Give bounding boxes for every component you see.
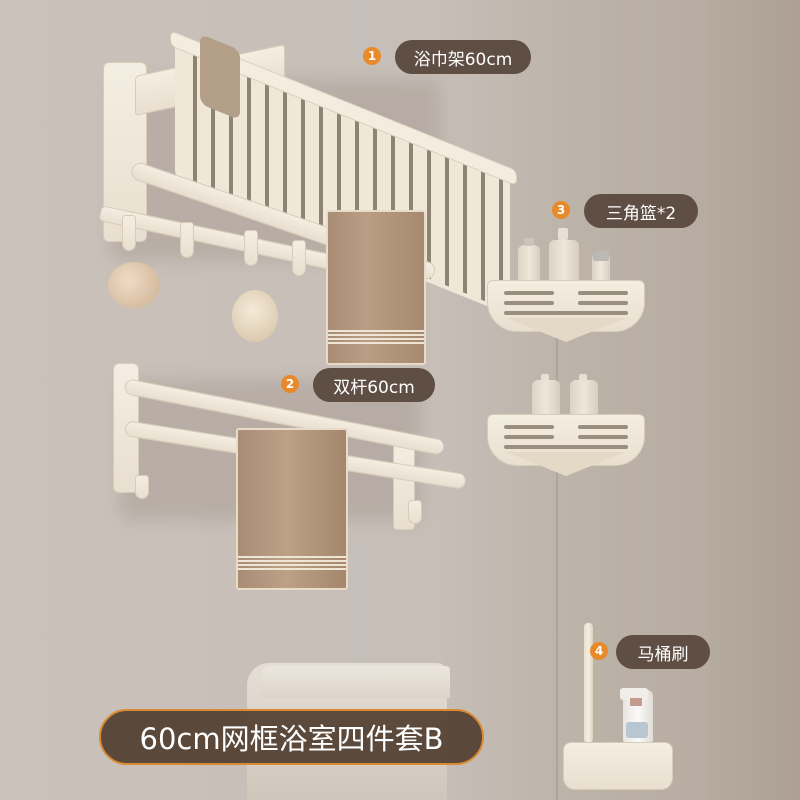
- pump-bottle: [549, 240, 579, 284]
- pump-bottle: [532, 380, 560, 416]
- spray-head: [620, 688, 648, 700]
- item-label-toilet-brush: 马桶刷: [616, 635, 710, 669]
- towel-stripe: [238, 556, 346, 570]
- item-label-towel-rack: 浴巾架60cm: [395, 40, 531, 74]
- hanging-towel: [326, 210, 426, 365]
- spray-neck: [630, 698, 642, 706]
- hook: [292, 240, 306, 276]
- corner-basket-top: [487, 280, 645, 332]
- product-set-title: 60cm网框浴室四件套B: [99, 709, 484, 765]
- item-label-double-bar: 双杆60cm: [313, 368, 435, 402]
- item-number-badge: 1: [363, 47, 381, 65]
- bottle: [518, 245, 540, 283]
- wall-corner: [710, 0, 800, 800]
- item-label-corner-basket: 三角篮*2: [584, 194, 698, 228]
- bath-sponge: [232, 290, 278, 342]
- bottle-cap: [524, 238, 534, 246]
- bottle-cap: [593, 251, 609, 261]
- item-number-badge: 4: [590, 642, 608, 660]
- toilet-lid: [262, 666, 450, 698]
- brush-holder: [563, 742, 673, 790]
- hook: [122, 215, 136, 251]
- brush-handle: [584, 623, 593, 743]
- hanging-towel: [236, 428, 348, 590]
- pump-head: [579, 374, 587, 382]
- spray-label: [626, 722, 648, 738]
- hook: [135, 475, 149, 499]
- pump-head: [541, 374, 549, 382]
- hook: [408, 500, 422, 524]
- pump-bottle: [570, 380, 598, 416]
- hook: [180, 222, 194, 258]
- bath-puff: [108, 262, 160, 308]
- wall-corner-edge: [556, 330, 558, 800]
- hook: [244, 230, 258, 266]
- towel-stripe: [328, 330, 424, 344]
- item-number-badge: 3: [552, 201, 570, 219]
- pump-head: [558, 228, 568, 240]
- item-number-badge: 2: [281, 375, 299, 393]
